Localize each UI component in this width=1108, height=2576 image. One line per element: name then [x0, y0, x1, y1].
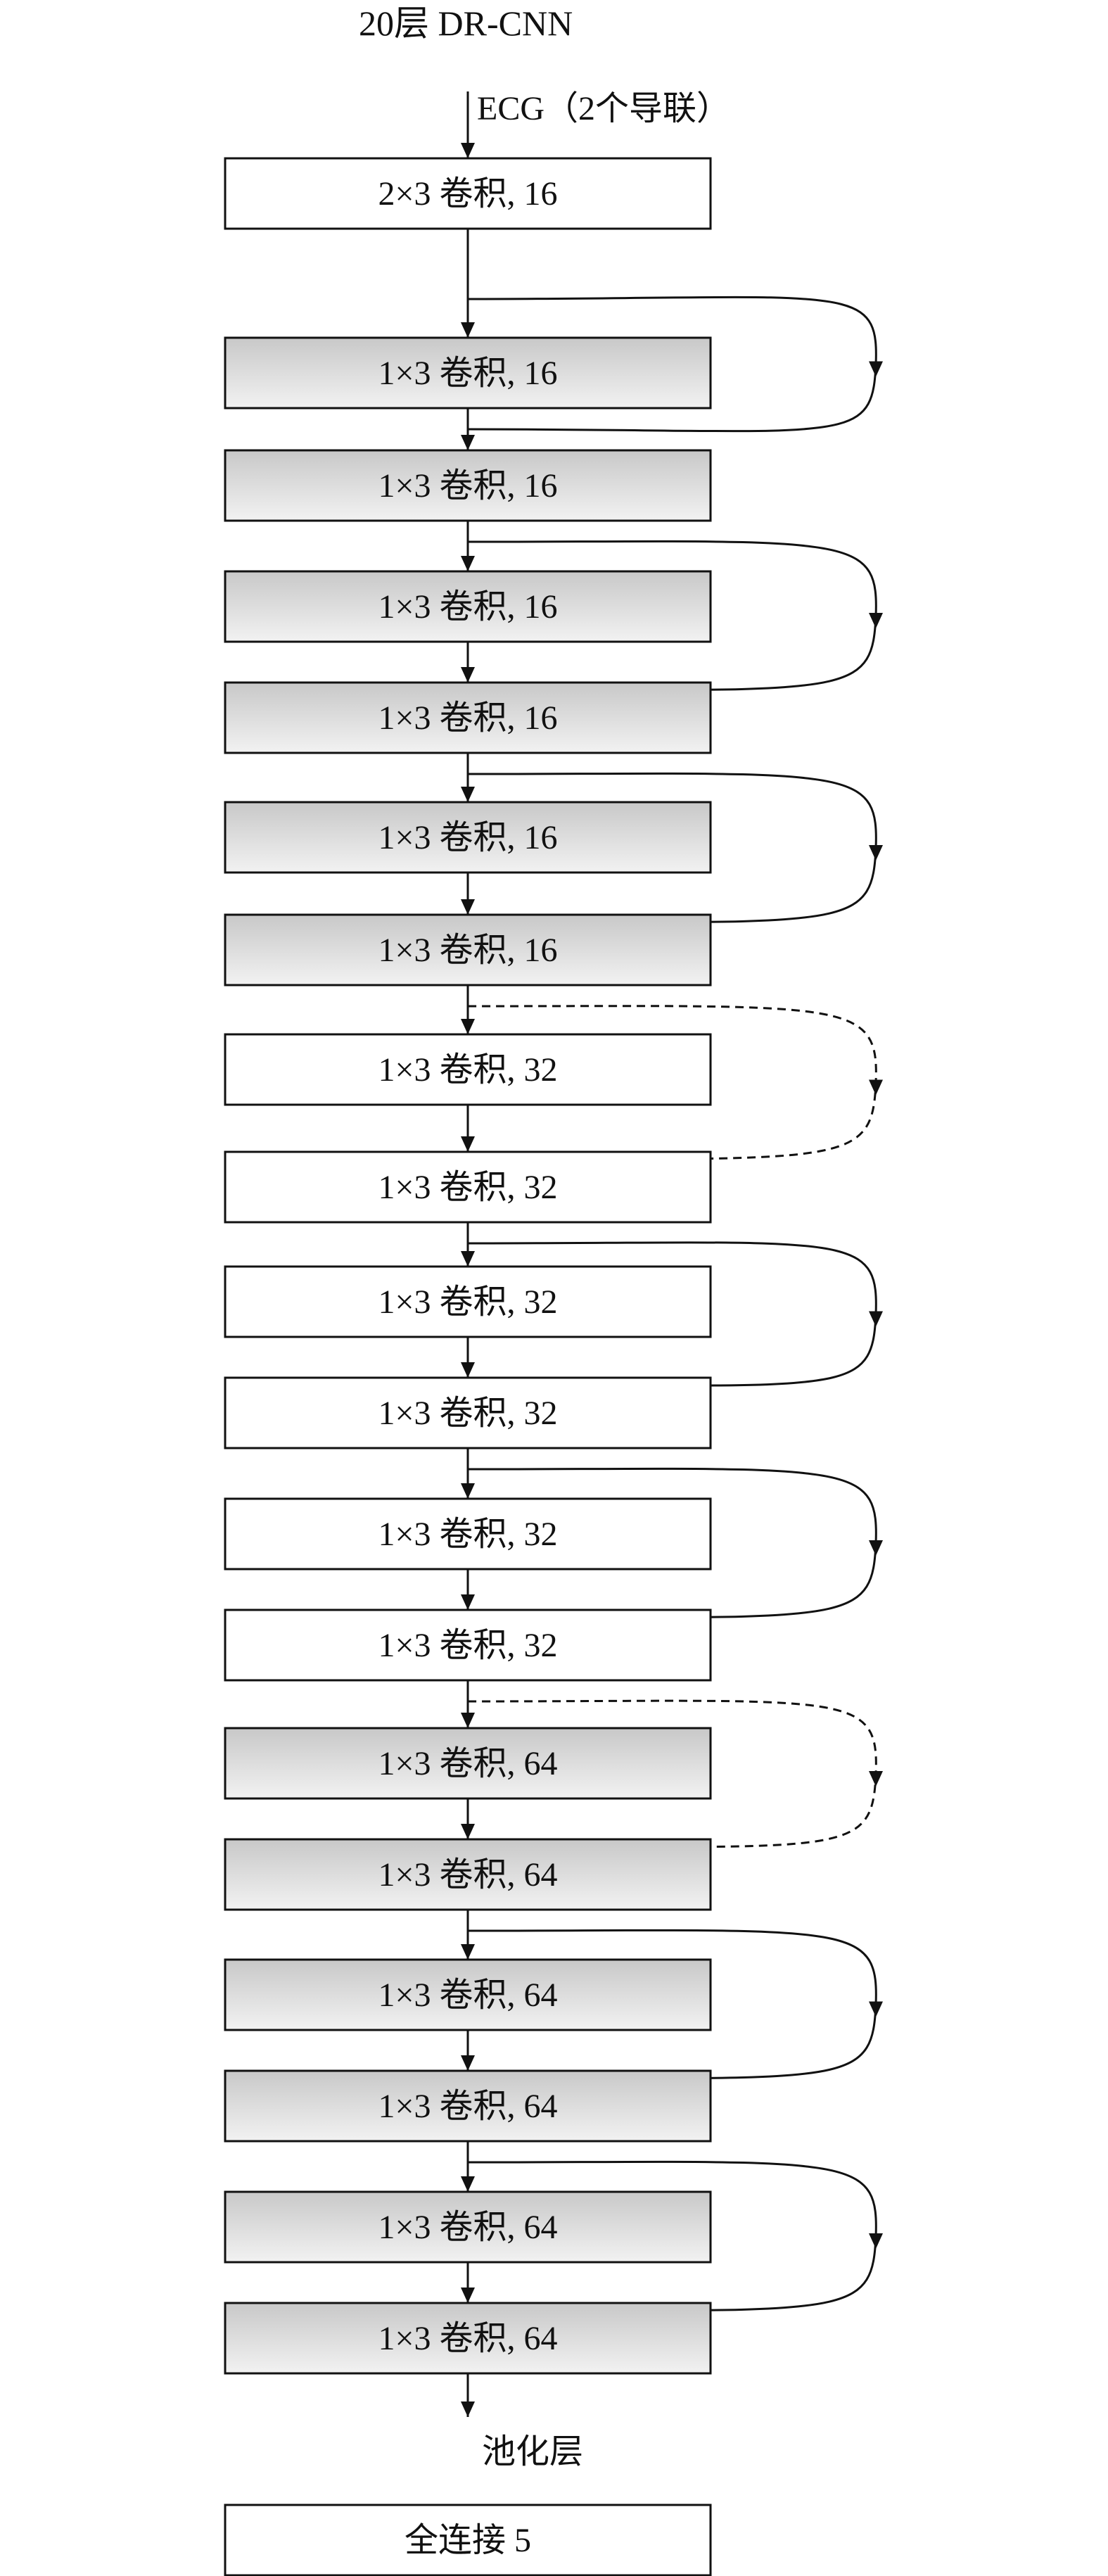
arrowhead-icon — [461, 143, 475, 158]
layer-rect — [224, 801, 712, 874]
layer-box: 1×3 卷积, 16 — [224, 336, 712, 410]
input-label: ECG（2个导联） — [477, 90, 730, 127]
layer-box: 1×3 卷积, 64 — [224, 1727, 712, 1800]
layer-rect — [224, 1033, 712, 1106]
layer-box: 1×3 卷积, 32 — [224, 1033, 712, 1106]
layer-box: 1×3 卷积, 32 — [224, 1376, 712, 1449]
layer-rect — [224, 570, 712, 643]
arrowhead-icon — [461, 556, 475, 571]
layer-label: 1×3 卷积, 64 — [378, 2209, 557, 2246]
layer-label: 1×3 卷积, 16 — [378, 467, 557, 505]
arrowhead-icon — [461, 1251, 475, 1267]
layer-box: 1×3 卷积, 32 — [224, 1609, 712, 1682]
connections — [461, 91, 883, 2417]
layer-box: 1×3 卷积, 16 — [224, 681, 712, 754]
layer-label: 1×3 卷积, 32 — [378, 1051, 557, 1089]
layer-label: 全连接 5 — [405, 2522, 531, 2559]
arrowhead-icon — [461, 899, 475, 915]
layer-rect — [224, 1838, 712, 1911]
layer-box: 1×3 卷积, 16 — [224, 449, 712, 522]
arrowhead-icon — [869, 1771, 883, 1787]
layer-box: 1×3 卷积, 16 — [224, 913, 712, 986]
arrowhead-icon — [869, 613, 883, 628]
layer-rect — [224, 1727, 712, 1800]
layer-rect — [224, 1609, 712, 1682]
layer-box: 1×3 卷积, 32 — [224, 1497, 712, 1571]
layer-rect — [224, 449, 712, 522]
layer-box: 2×3 卷积, 16 — [224, 157, 712, 230]
layer-box: 1×3 卷积, 32 — [224, 1265, 712, 1338]
layer-box: 1×3 卷积, 16 — [224, 570, 712, 643]
layer-box: 1×3 卷积, 64 — [224, 2069, 712, 2143]
layer-label: 1×3 卷积, 32 — [378, 1283, 557, 1321]
arrowhead-icon — [869, 1311, 883, 1327]
arrowhead-icon — [461, 435, 475, 450]
layer-label: 1×3 卷积, 64 — [378, 1977, 557, 2014]
layer-label: 1×3 卷积, 32 — [378, 1169, 557, 1206]
arrowhead-icon — [461, 1019, 475, 1034]
layer-label: 1×3 卷积, 32 — [378, 1516, 557, 1553]
layer-label: 1×3 卷积, 16 — [378, 355, 557, 392]
arrowhead-icon — [461, 2176, 475, 2192]
layer-box: 1×3 卷积, 32 — [224, 1150, 712, 1224]
layer-rect — [224, 2069, 712, 2143]
layer-rect — [224, 336, 712, 410]
layer-label: 2×3 卷积, 16 — [378, 175, 557, 212]
arrowhead-icon — [461, 787, 475, 802]
layer-rect — [224, 2190, 712, 2264]
arrowhead-icon — [461, 2288, 475, 2303]
layer-label: 1×3 卷积, 32 — [378, 1395, 557, 1432]
layer-rect — [224, 2302, 712, 2375]
layer-box: 1×3 卷积, 64 — [224, 1838, 712, 1911]
arrowhead-icon — [869, 1540, 883, 1556]
layer-rect — [224, 913, 712, 986]
arrowhead-icon — [461, 2401, 475, 2417]
arrowhead-icon — [461, 1944, 475, 1960]
layer-box: 1×3 卷积, 64 — [224, 2190, 712, 2264]
arrowhead-icon — [461, 1594, 475, 1610]
layer-rect — [224, 157, 712, 230]
layer-rect — [224, 681, 712, 754]
arrowhead-icon — [461, 667, 475, 683]
layer-box: 1×3 卷积, 16 — [224, 801, 712, 874]
layer-label: 1×3 卷积, 16 — [378, 699, 557, 737]
arrowhead-icon — [869, 1079, 883, 1096]
layer-label: 1×3 卷积, 16 — [378, 932, 557, 969]
pool-label: 池化层 — [482, 2433, 583, 2470]
layer-rect — [224, 1497, 712, 1571]
layer-label: 1×3 卷积, 64 — [378, 2320, 557, 2357]
diagram-title: 20层 DR-CNN — [359, 4, 573, 43]
arrowhead-icon — [461, 2055, 475, 2071]
layer-box: 1×3 卷积, 64 — [224, 1958, 712, 2031]
arrowhead-icon — [461, 1824, 475, 1839]
arrowhead-icon — [869, 2233, 883, 2249]
layer-rect — [224, 2504, 712, 2576]
layer-boxes: 2×3 卷积, 16 1×3 卷积, 16 1×3 卷积, 16 1×3 卷积, 16… — [224, 157, 712, 2576]
layer-label: 1×3 卷积, 64 — [378, 1745, 557, 1782]
arrowhead-icon — [869, 361, 883, 377]
arrowhead-icon — [869, 2001, 883, 2017]
layer-rect — [224, 1376, 712, 1449]
arrowhead-icon — [461, 1483, 475, 1499]
layer-rect — [224, 1958, 712, 2031]
arrowhead-icon — [461, 1362, 475, 1378]
layer-rect — [224, 1265, 712, 1338]
arrowhead-icon — [461, 322, 475, 338]
arrowhead-icon — [869, 845, 883, 861]
layer-label: 1×3 卷积, 32 — [378, 1627, 557, 1664]
arrowhead-icon — [461, 1713, 475, 1728]
layer-box: 全连接 5 — [224, 2504, 712, 2576]
layer-label: 1×3 卷积, 64 — [378, 2088, 557, 2125]
layer-label: 1×3 卷积, 16 — [378, 588, 557, 626]
layer-label: 1×3 卷积, 16 — [378, 819, 557, 856]
layer-box: 1×3 卷积, 64 — [224, 2302, 712, 2375]
layer-rect — [224, 1150, 712, 1224]
layer-label: 1×3 卷积, 64 — [378, 1856, 557, 1893]
arrowhead-icon — [461, 1136, 475, 1152]
